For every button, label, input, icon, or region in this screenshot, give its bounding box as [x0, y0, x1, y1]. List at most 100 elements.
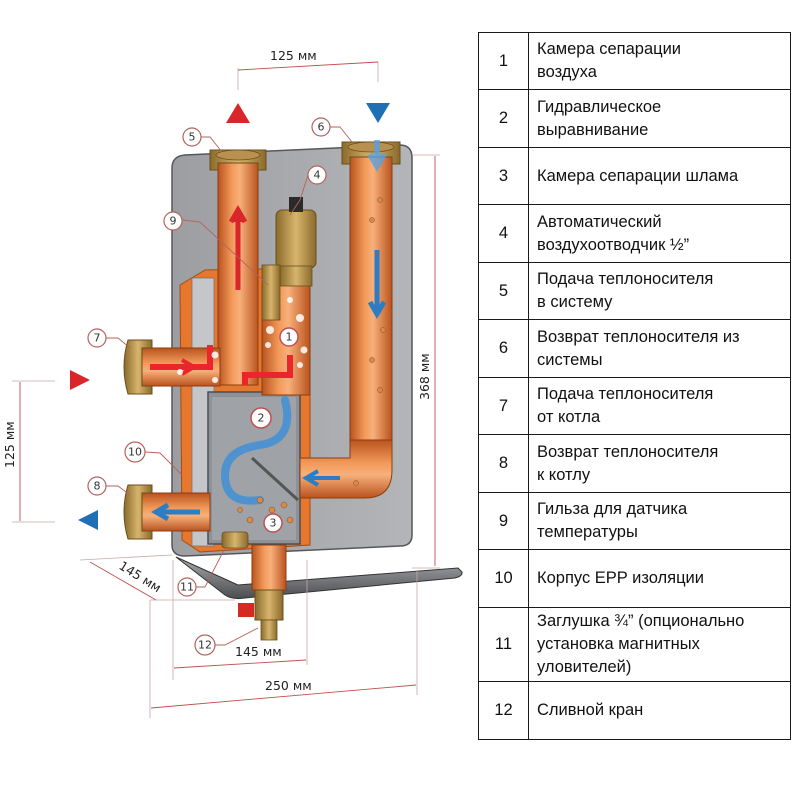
- fitting-5-thread: [215, 149, 261, 161]
- dimension-label: 145 мм: [116, 558, 164, 595]
- drain-valve-body: [254, 589, 284, 621]
- legend-description-line: Возврат теплоносителя из: [537, 327, 740, 346]
- dimension-label: 125 мм: [2, 421, 17, 468]
- dimension-label: 125 мм: [270, 48, 317, 63]
- legend-number: 5: [478, 261, 529, 321]
- bottom-tray: [175, 556, 463, 600]
- dimension-label: 145 мм: [235, 644, 282, 659]
- legend-number: 9: [478, 491, 529, 551]
- svg-text:10: 10: [128, 446, 142, 459]
- legend-description-line: Камера сепарации: [537, 40, 682, 59]
- legend-row: 5 Подача теплоносителя в систему: [478, 261, 791, 321]
- outlet-direction-triangle: [78, 510, 98, 530]
- callout-3: 3: [263, 513, 283, 533]
- svg-text:2: 2: [258, 412, 265, 425]
- air-vent-nut: [279, 265, 313, 287]
- cold-flow-arrow-down: [367, 250, 387, 319]
- dimension-bottom-inner-width: 145 мм: [172, 560, 308, 680]
- legend-description: Возврат теплоносителя из системы: [528, 319, 791, 378]
- callout-9: 9: [163, 211, 269, 286]
- svg-text:5: 5: [189, 131, 196, 144]
- inlet-direction-triangle: [70, 370, 90, 390]
- legend-row: 12 Сливной кран: [478, 681, 791, 740]
- dimension-label: 250 мм: [265, 678, 312, 693]
- legend-description-line: Подача теплоносителя: [537, 385, 714, 404]
- svg-text:1: 1: [286, 331, 293, 344]
- legend-description: Корпус EPP изоляции: [528, 549, 791, 608]
- legend-number: 1: [478, 31, 529, 91]
- callout-2: 2: [250, 407, 272, 429]
- legend-description: Подача теплоносителя в систему: [528, 261, 791, 321]
- drain-valve-handle: [238, 603, 254, 617]
- drain-pipe: [251, 544, 287, 591]
- dimension-label: 368 мм: [417, 353, 432, 400]
- legend-description-line: от котла: [537, 408, 601, 427]
- svg-text:12: 12: [198, 639, 212, 652]
- legend-number: 4: [478, 204, 529, 263]
- callout-11: 11: [177, 547, 226, 597]
- legend-description-line: Автоматический: [537, 212, 662, 231]
- fitting-8: [123, 484, 153, 540]
- legend-description: Камера сепарации воздуха: [528, 31, 791, 91]
- legend-number: 10: [478, 549, 529, 608]
- legend-description-line: Заглушка ¾” (опционально: [537, 612, 745, 631]
- legend-row: 10 Корпус EPP изоляции: [478, 549, 791, 608]
- legend-description-line: Гильза для датчика: [537, 500, 688, 519]
- callout-12: 12: [194, 627, 259, 656]
- legend-description-line: уловителей): [537, 658, 632, 677]
- callout-7: 7: [87, 328, 131, 349]
- drain-valve-outlet: [260, 619, 278, 641]
- legend-description-line: установка магнитных: [537, 635, 700, 654]
- legend-description: Заглушка ¾” (опционально установка магнит…: [528, 606, 791, 683]
- dimension-side-spacing: 125 мм: [2, 380, 55, 523]
- legend-description: Автоматический воздухоотводчик ½”: [528, 204, 791, 263]
- air-vent-cap: [289, 197, 303, 212]
- svg-text:6: 6: [318, 121, 325, 134]
- legend-description-line: Камера сепарации шлама: [537, 166, 739, 185]
- svg-text:8: 8: [94, 480, 101, 493]
- legend-description-line: Сливной кран: [537, 701, 644, 720]
- legend-description-line: воздухоотводчик ½”: [537, 235, 690, 254]
- legend-number: 2: [478, 89, 529, 148]
- svg-text:4: 4: [314, 169, 321, 182]
- callout-4: 4: [289, 165, 327, 216]
- return-direction-triangle-down: [366, 103, 390, 123]
- hydraulic-flow-swirl: [220, 396, 292, 505]
- legend-number: 12: [478, 681, 529, 740]
- legend-description-line: в систему: [537, 293, 613, 312]
- cold-flow-arrow-out: [151, 502, 200, 522]
- legend-description-line: Корпус EPP изоляции: [537, 569, 704, 588]
- svg-text:7: 7: [94, 332, 101, 345]
- legend-description-line: Подача теплоносителя: [537, 270, 714, 289]
- dimension-height: 368 мм: [412, 154, 440, 569]
- callout-10: 10: [124, 441, 183, 476]
- callout-6: 6: [311, 117, 353, 143]
- plug-3-4: [221, 531, 249, 549]
- temperature-sensor-sleeve: [261, 264, 281, 321]
- baffle-plate: [250, 456, 300, 502]
- legend-description: Камера сепарации шлама: [528, 146, 791, 206]
- air-vent-valve: [275, 209, 317, 269]
- legend-description-line: Гидравлическое: [537, 97, 662, 116]
- dimension-top-spacing: 125 мм: [237, 48, 379, 90]
- legend-description-line: Возврат теплоносителя: [537, 442, 719, 461]
- hot-flow-arrow-in: [155, 358, 198, 376]
- hot-flow-arrow-up: [228, 205, 248, 290]
- sludge-particles: [237, 197, 386, 524]
- legend-number: 7: [478, 376, 529, 436]
- legend-description-line: воздуха: [537, 63, 597, 82]
- fitting-6-thread: [347, 141, 395, 153]
- svg-text:11: 11: [180, 581, 194, 594]
- return-from-system-pipe: [349, 154, 393, 446]
- legend-description: Подача теплоносителя от котла: [528, 376, 791, 436]
- legend-description-line: системы: [537, 350, 603, 369]
- callout-5: 5: [182, 127, 223, 153]
